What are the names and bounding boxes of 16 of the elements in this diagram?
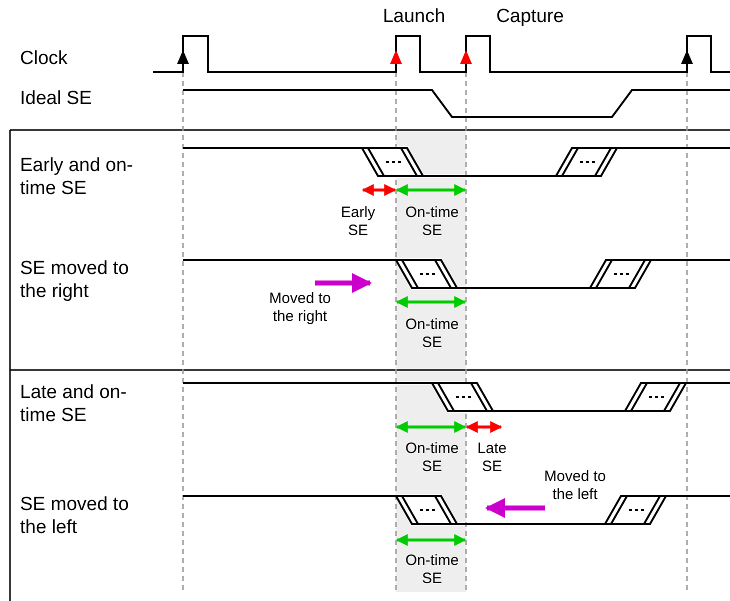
signal-name: Ideal SE	[20, 88, 93, 111]
event-label: Capture	[495, 6, 565, 29]
span-label: On-time SE	[404, 440, 460, 476]
signal-name: SE moved to the right	[20, 258, 130, 304]
span-label: On-time SE	[404, 204, 460, 240]
span-label: On-time SE	[404, 316, 460, 352]
annotation: Moved to the left	[543, 468, 607, 504]
annotation: Moved to the right	[268, 290, 332, 326]
signal-name: Clock	[20, 48, 69, 71]
span-label: On-time SE	[404, 552, 460, 588]
signal-name: Late and on-time SE	[20, 382, 128, 428]
span-label: Early SE	[340, 204, 376, 240]
span-label: Late SE	[476, 440, 508, 476]
event-label: Launch	[382, 6, 446, 29]
signal-name: SE moved to the left	[20, 494, 130, 540]
signal-name: Early and on-time SE	[20, 155, 134, 201]
